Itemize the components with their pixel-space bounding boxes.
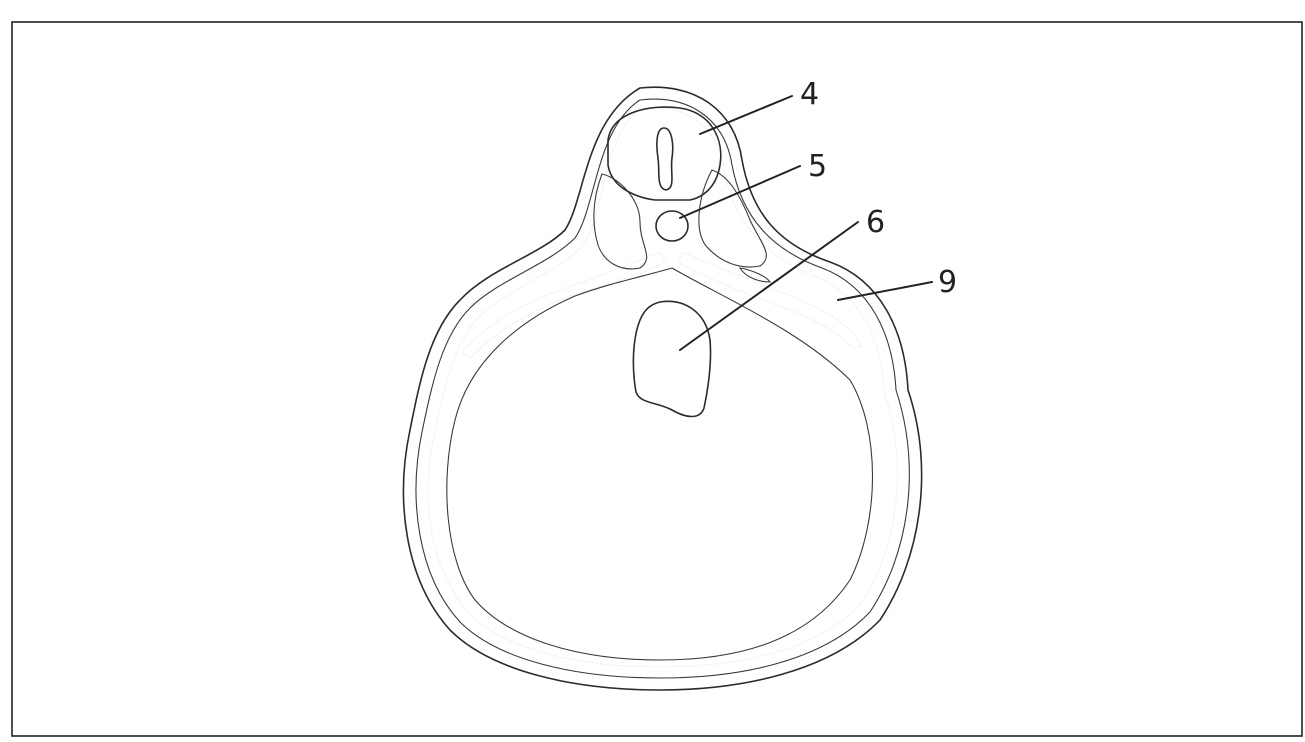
outer-body-wall xyxy=(403,87,921,690)
label-9: 9 xyxy=(938,265,957,300)
neural-tube xyxy=(608,107,721,200)
notochord xyxy=(656,211,688,241)
gut-structure xyxy=(633,301,710,416)
dermis-layer xyxy=(416,99,909,678)
body-cavity xyxy=(447,268,873,660)
right-lateral-plate xyxy=(678,252,862,348)
page-border xyxy=(12,22,1302,736)
label-6: 6 xyxy=(866,205,885,240)
label-4: 4 xyxy=(800,77,819,112)
muscle-layer xyxy=(428,107,897,667)
leader-4 xyxy=(700,96,792,134)
leader-9 xyxy=(838,282,932,300)
neural-canal xyxy=(657,128,673,190)
left-somite xyxy=(594,174,647,269)
leader-5 xyxy=(680,166,800,218)
label-5: 5 xyxy=(808,149,827,184)
right-slit xyxy=(740,268,770,282)
